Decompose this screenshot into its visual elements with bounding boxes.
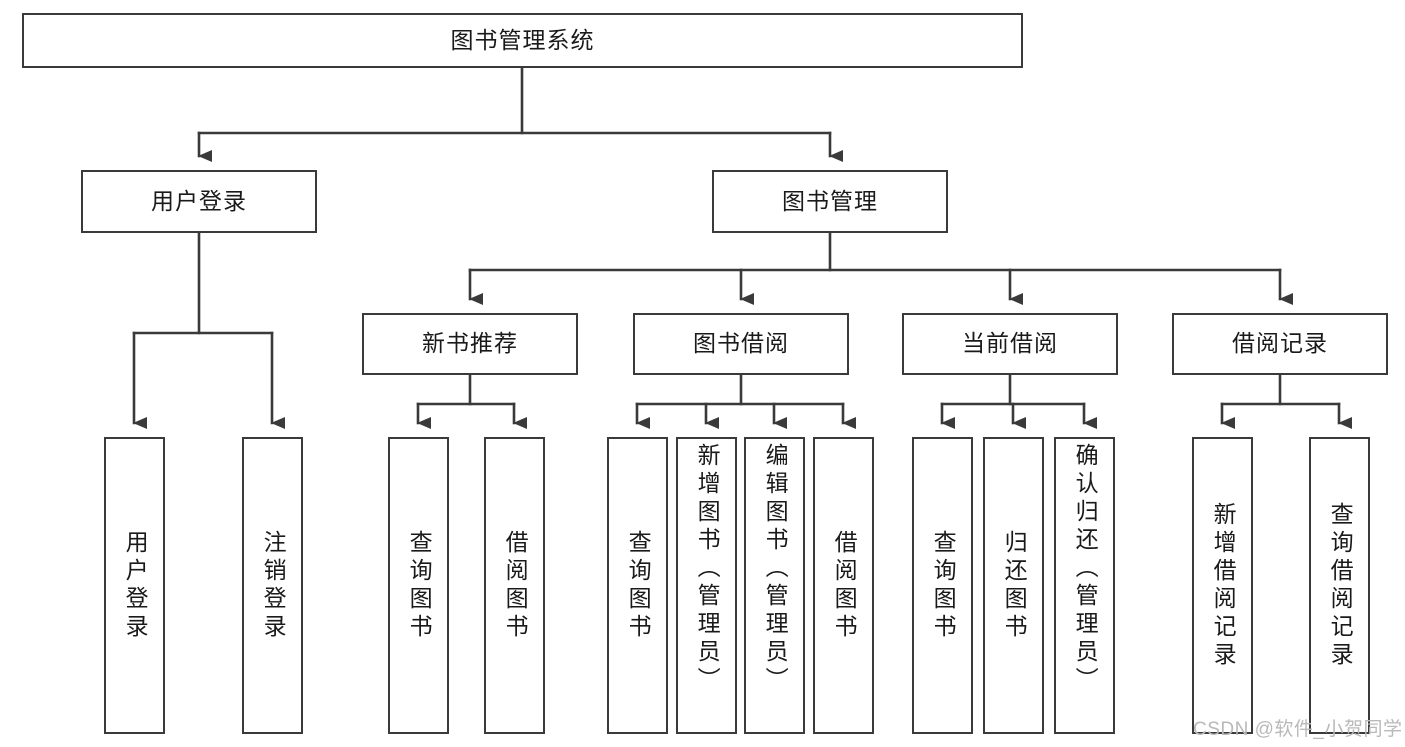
leaf-user-logout[interactable]: 注销登录 [242, 437, 303, 734]
leaf-query-book-1[interactable]: 查询图书 [388, 437, 449, 734]
leaf-return-book[interactable]: 归还图书 [983, 437, 1044, 734]
leaf-user-login[interactable]: 用户登录 [104, 437, 165, 734]
leaf-borrow-book-1[interactable]: 借阅图书 [484, 437, 545, 734]
node-user-login[interactable]: 用户登录 [81, 170, 317, 233]
leaf-query-borrow-record[interactable]: 查询借阅记录 [1309, 437, 1370, 734]
leaf-confirm-return-admin[interactable]: 确认归还（管理员） [1054, 437, 1115, 734]
leaf-query-book-2[interactable]: 查询图书 [607, 437, 668, 734]
leaf-add-borrow-record[interactable]: 新增借阅记录 [1192, 437, 1253, 734]
node-new-book-recommend[interactable]: 新书推荐 [362, 313, 578, 375]
leaf-edit-book-admin[interactable]: 编辑图书（管理员） [744, 437, 805, 734]
leaf-query-book-3[interactable]: 查询图书 [912, 437, 973, 734]
csdn-watermark: CSDN @软件_小贺同学 [1193, 719, 1403, 740]
node-borrow-record[interactable]: 借阅记录 [1172, 313, 1388, 375]
leaf-add-book-admin[interactable]: 新增图书（管理员） [676, 437, 737, 734]
node-book-borrow[interactable]: 图书借阅 [633, 313, 849, 375]
node-root[interactable]: 图书管理系统 [22, 13, 1023, 68]
node-book-management[interactable]: 图书管理 [712, 170, 948, 233]
node-current-borrow[interactable]: 当前借阅 [902, 313, 1118, 375]
leaf-borrow-book-2[interactable]: 借阅图书 [813, 437, 874, 734]
